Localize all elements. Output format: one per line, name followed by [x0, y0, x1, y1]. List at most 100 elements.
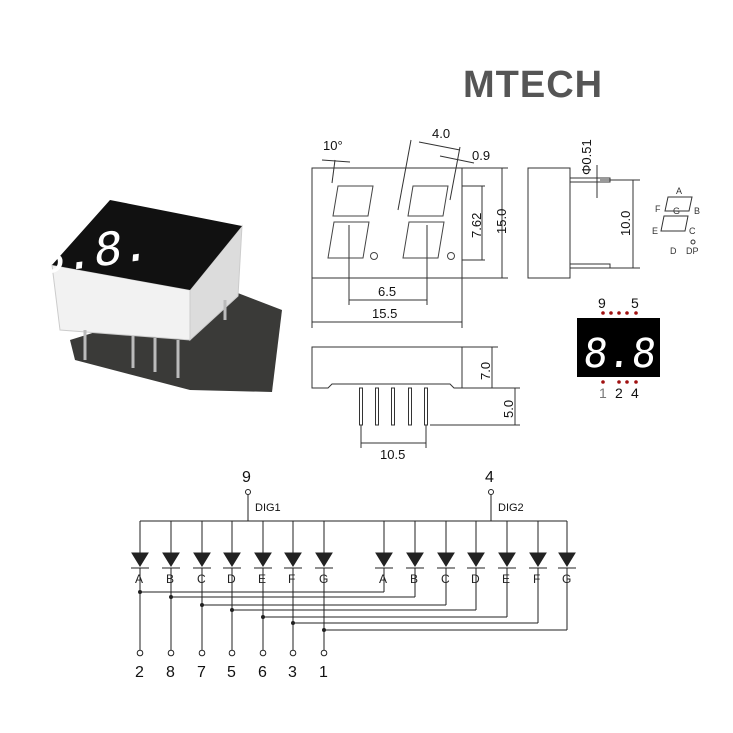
mtech-logo: MTECH — [463, 64, 603, 106]
segment-pin-label: 5 — [227, 664, 236, 681]
segment-label: D — [471, 572, 480, 586]
dim-seg-thickness: 0.9 — [472, 148, 490, 163]
segment-legend-labels: A B C D E F G DP — [652, 186, 700, 256]
product-photo: 8.8. — [36, 200, 282, 392]
diode-icon — [131, 552, 149, 567]
segment-label: B — [166, 572, 174, 586]
pin-terminal — [198, 649, 206, 657]
segment-pin-label: 7 — [197, 664, 206, 681]
pin-terminal — [245, 489, 251, 495]
segment-legend-icon — [660, 196, 696, 245]
front-view — [311, 139, 508, 328]
pin-dot — [625, 380, 629, 384]
diode-icon — [254, 552, 272, 567]
pin-dot — [601, 380, 605, 384]
pin — [424, 387, 428, 426]
side-view — [527, 165, 640, 279]
diode-icon — [223, 552, 241, 567]
dim-digit-pitch: 6.5 — [378, 284, 396, 299]
diode-icon — [284, 552, 302, 567]
segment-label: F — [533, 572, 540, 586]
svg-text:G: G — [673, 206, 680, 216]
junction — [200, 603, 204, 607]
diode-icon — [193, 552, 211, 567]
diode-icon — [162, 552, 180, 567]
diode-icon — [375, 552, 393, 567]
dim-pin-length-side: 10.0 — [618, 211, 633, 236]
pin-label-bottom-2: 2 — [615, 385, 623, 401]
svg-text:F: F — [655, 204, 661, 214]
diode-icon — [315, 552, 333, 567]
pin-terminal — [136, 649, 144, 657]
pin — [408, 387, 412, 426]
pin-label-bottom-1: 1 — [599, 385, 607, 401]
dim-pin-length: 5.0 — [501, 400, 516, 418]
diode-icon — [406, 552, 424, 567]
digit-label: DIG1 — [255, 502, 281, 514]
pin-dot — [625, 311, 629, 315]
segment-pin-label: 2 — [135, 664, 144, 681]
dim-pin-span: 10.5 — [380, 447, 405, 462]
pin — [375, 387, 379, 426]
segment-label: B — [410, 572, 418, 586]
svg-text:E: E — [652, 226, 658, 236]
dim-width: 15.5 — [372, 306, 397, 321]
segment-label: G — [319, 572, 328, 586]
segment-label: D — [227, 572, 236, 586]
pin-dot — [634, 380, 638, 384]
digit-label: DIG2 — [498, 502, 524, 514]
junction — [261, 615, 265, 619]
diode-icon — [529, 552, 547, 567]
diode-icon — [437, 552, 455, 567]
segment-label: A — [135, 572, 143, 586]
pin-terminal — [259, 649, 267, 657]
bottom-view — [311, 346, 520, 448]
pin-dot — [617, 380, 621, 384]
segment-pin-label: 3 — [288, 664, 297, 681]
pin-terminal — [167, 649, 175, 657]
segment-label: F — [288, 572, 295, 586]
pin-dot — [609, 311, 613, 315]
diode-icon — [467, 552, 485, 567]
pin-label-top-5: 5 — [631, 295, 639, 311]
pin — [359, 387, 363, 426]
segment-label: C — [441, 572, 450, 586]
pin-terminal — [320, 649, 328, 657]
pin-terminal — [289, 649, 297, 657]
junction — [291, 621, 295, 625]
segment-pin-label: 6 — [258, 664, 267, 681]
dim-depth: 7.0 — [478, 362, 493, 380]
svg-text:A: A — [676, 186, 682, 196]
common-pin-label: 4 — [485, 469, 494, 486]
svg-text:C: C — [689, 226, 696, 236]
segment-label: C — [197, 572, 206, 586]
segment-label: E — [502, 572, 510, 586]
pin-label-bottom-4: 4 — [631, 385, 639, 401]
diode-icon — [558, 552, 576, 567]
pin — [391, 387, 395, 426]
junction — [169, 595, 173, 599]
diode-icon — [498, 552, 516, 567]
pin-dot — [601, 311, 605, 315]
svg-text:DP: DP — [686, 246, 699, 256]
segment-label: E — [258, 572, 266, 586]
svg-text:B: B — [694, 206, 700, 216]
pin-terminal — [488, 489, 494, 495]
svg-text:D: D — [670, 246, 677, 256]
common-pin-label: 9 — [242, 469, 251, 486]
dim-height: 15.0 — [494, 209, 509, 234]
junction — [230, 608, 234, 612]
dim-digit-height: 7.62 — [469, 213, 484, 238]
pin-label-top-9: 9 — [598, 295, 606, 311]
dim-pin-diameter: Φ0.51 — [579, 139, 594, 175]
svg-text:8.8.: 8.8. — [581, 331, 682, 377]
pinout-display: 8.8. — [577, 311, 683, 384]
segment-label: A — [379, 572, 387, 586]
junction — [138, 590, 142, 594]
dim-seg-width: 4.0 — [432, 126, 450, 141]
junction — [322, 628, 326, 632]
schematic — [131, 489, 576, 657]
segment-pin-label: 8 — [166, 664, 175, 681]
